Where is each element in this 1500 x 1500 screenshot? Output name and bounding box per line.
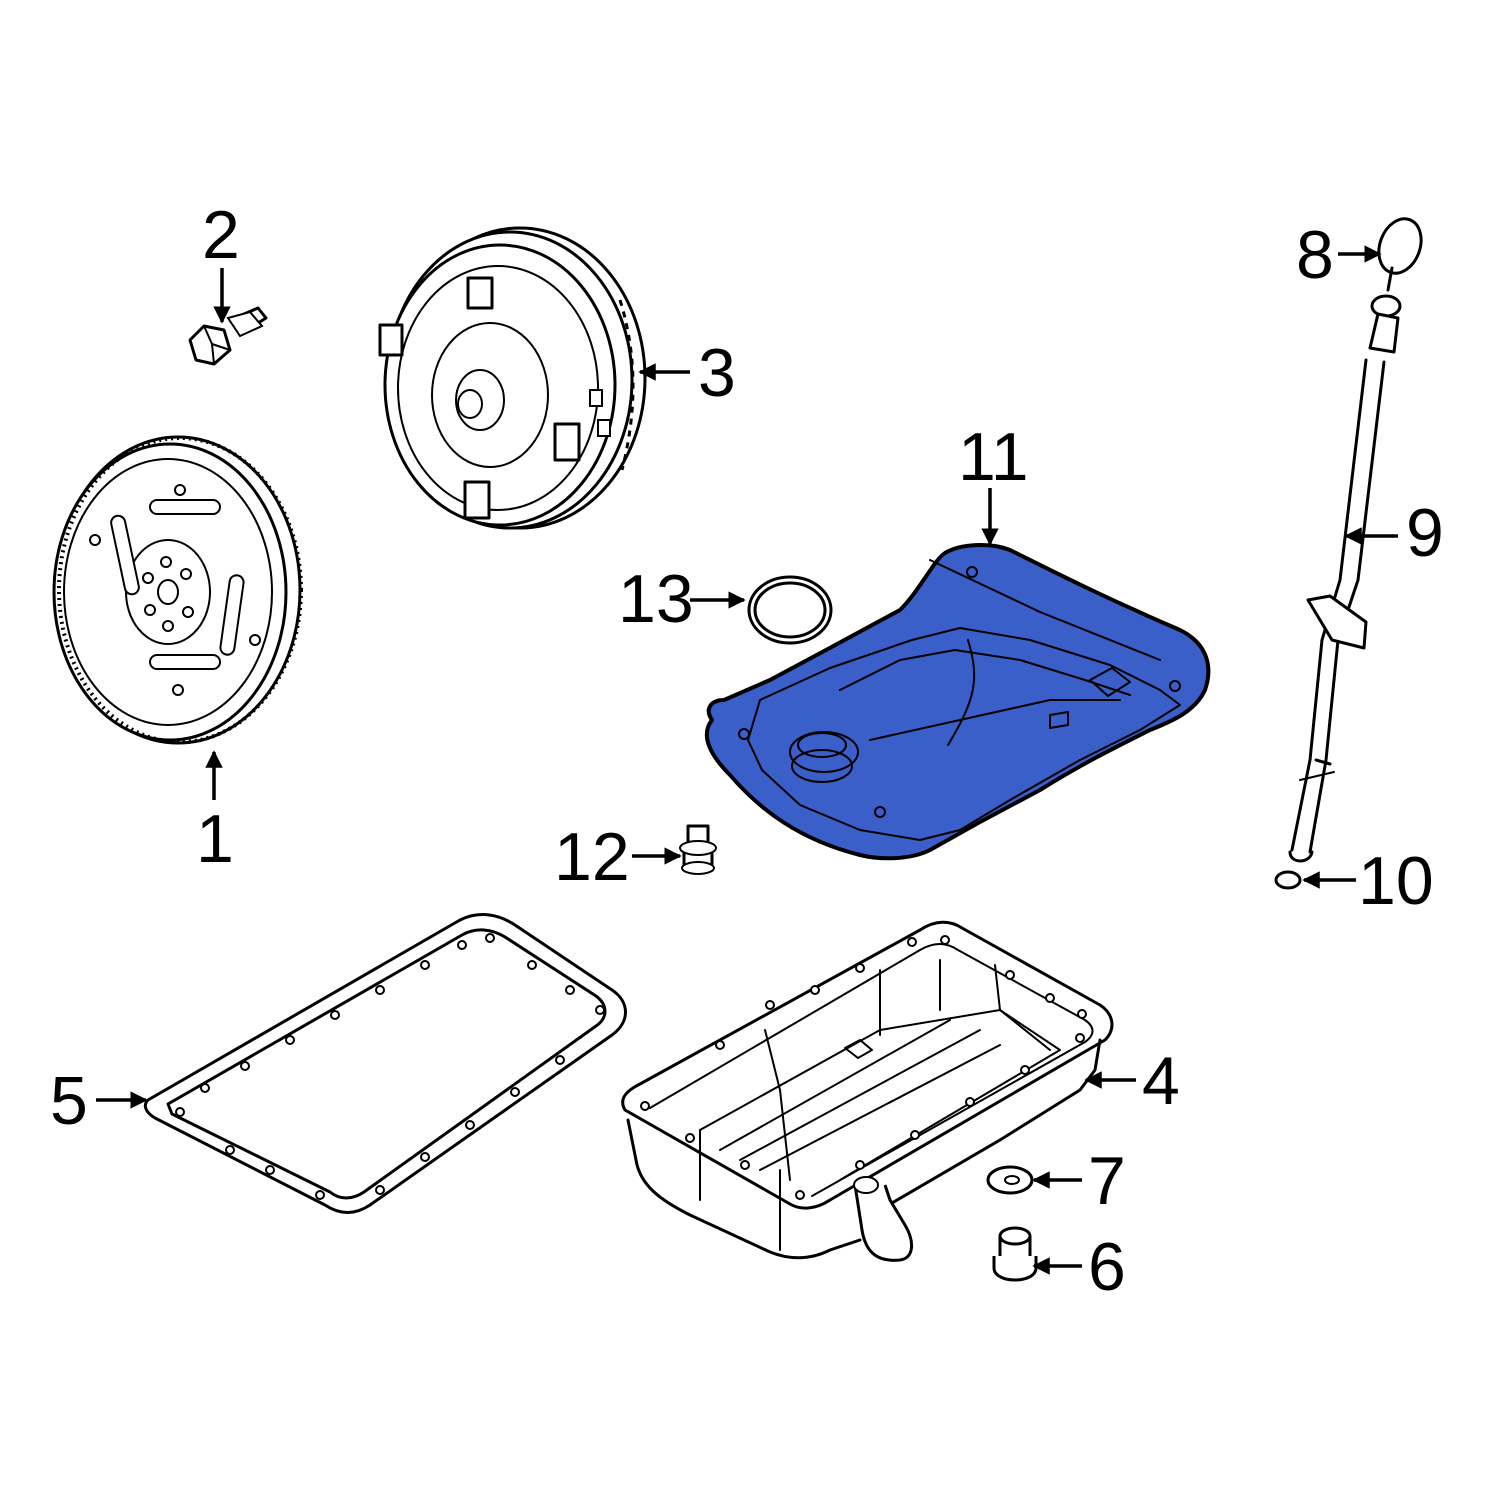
o-ring-part-13[interactable]: [747, 575, 833, 645]
torque-converter-part-3[interactable]: [378, 226, 647, 530]
callout-11[interactable]: 11: [958, 419, 1029, 495]
drain-plug-part-6[interactable]: [992, 1226, 1038, 1282]
filter-part-11-highlighted[interactable]: [704, 542, 1211, 861]
callout-3[interactable]: 3: [698, 335, 736, 411]
callout-5[interactable]: 5: [50, 1063, 88, 1139]
callout-12[interactable]: 12: [554, 819, 630, 895]
callout-7[interactable]: 7: [1088, 1143, 1126, 1219]
dipstick-handle-part-8[interactable]: [1372, 213, 1429, 292]
o-ring-part-10[interactable]: [1274, 870, 1302, 890]
callout-9[interactable]: 9: [1406, 495, 1444, 571]
bolt-part-12[interactable]: [679, 824, 717, 875]
callout-6[interactable]: 6: [1088, 1229, 1126, 1305]
oil-pan-part-4[interactable]: [621, 920, 1114, 1262]
callout-2[interactable]: 2: [202, 197, 240, 273]
callout-arrows: [96, 245, 1398, 1275]
callout-4[interactable]: 4: [1142, 1043, 1180, 1119]
bolt-part-2[interactable]: [188, 306, 268, 366]
flexplate-part-1[interactable]: [52, 435, 303, 745]
callout-labels: 1 2 3 4 5 6 7 8 9 10 11 12 13: [50, 197, 1444, 1305]
callout-10[interactable]: 10: [1358, 843, 1434, 919]
callout-13[interactable]: 13: [618, 561, 694, 637]
callout-1[interactable]: 1: [196, 801, 234, 877]
dipstick-tube-part-9[interactable]: [1288, 294, 1402, 863]
washer-part-7[interactable]: [986, 1165, 1034, 1195]
pan-gasket-part-5[interactable]: [143, 913, 627, 1214]
callout-8[interactable]: 8: [1296, 217, 1334, 293]
